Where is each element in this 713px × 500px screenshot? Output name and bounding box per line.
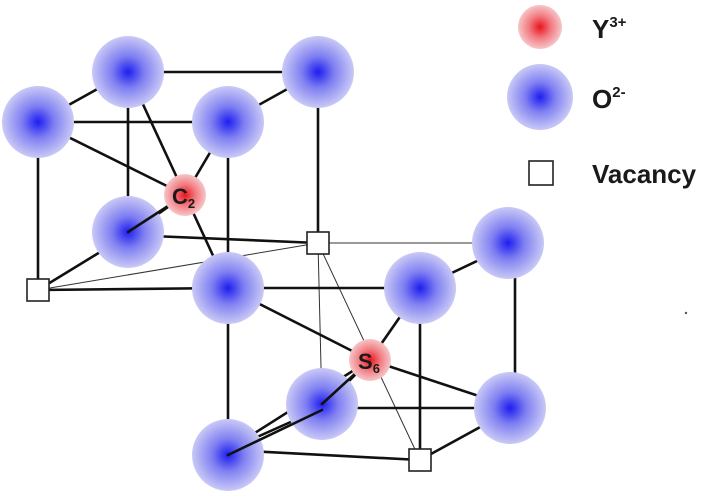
yttrium-legend-swatch (518, 5, 562, 49)
site-label-c2: C2 (172, 184, 195, 211)
legend: Y3+ O2- Vacancy (507, 5, 697, 189)
legend-item-vacancy: Vacancy (528, 159, 697, 189)
site-label-s6: S6 (358, 349, 380, 376)
legend-label-oxygen: O2- (592, 84, 626, 114)
thin-line (37, 242, 319, 291)
legend-item-oxygen: O2- (507, 64, 626, 130)
oxygen-atom (192, 252, 264, 324)
vacancy-square (306, 231, 330, 255)
yttrium-site-s6: S6 (349, 339, 391, 381)
yttrium-atom (164, 174, 206, 216)
bond-line (226, 408, 324, 457)
oxygen-atoms (2, 36, 546, 491)
legend-label-yttrium: Y3+ (592, 14, 627, 44)
stray-dot (684, 311, 688, 315)
oxygen-atom (282, 36, 354, 108)
vacancies (26, 231, 432, 472)
oxygen-atom (192, 86, 264, 158)
yttrium-atom (349, 339, 391, 381)
legend-label-vacancy: Vacancy (592, 159, 697, 189)
yttrium-site-c2: C2 (164, 174, 206, 216)
vacancy-square (26, 278, 50, 302)
oxygen-atom (384, 252, 456, 324)
legend-item-yttrium: Y3+ (518, 5, 627, 49)
oxygen-legend-swatch (507, 64, 573, 130)
oxygen-atom (472, 207, 544, 279)
oxygen-atom (2, 86, 74, 158)
oxygen-atom (92, 36, 164, 108)
oxygen-atom (474, 372, 546, 444)
vacancy-legend-swatch (528, 160, 554, 186)
vacancy-square (408, 448, 432, 472)
